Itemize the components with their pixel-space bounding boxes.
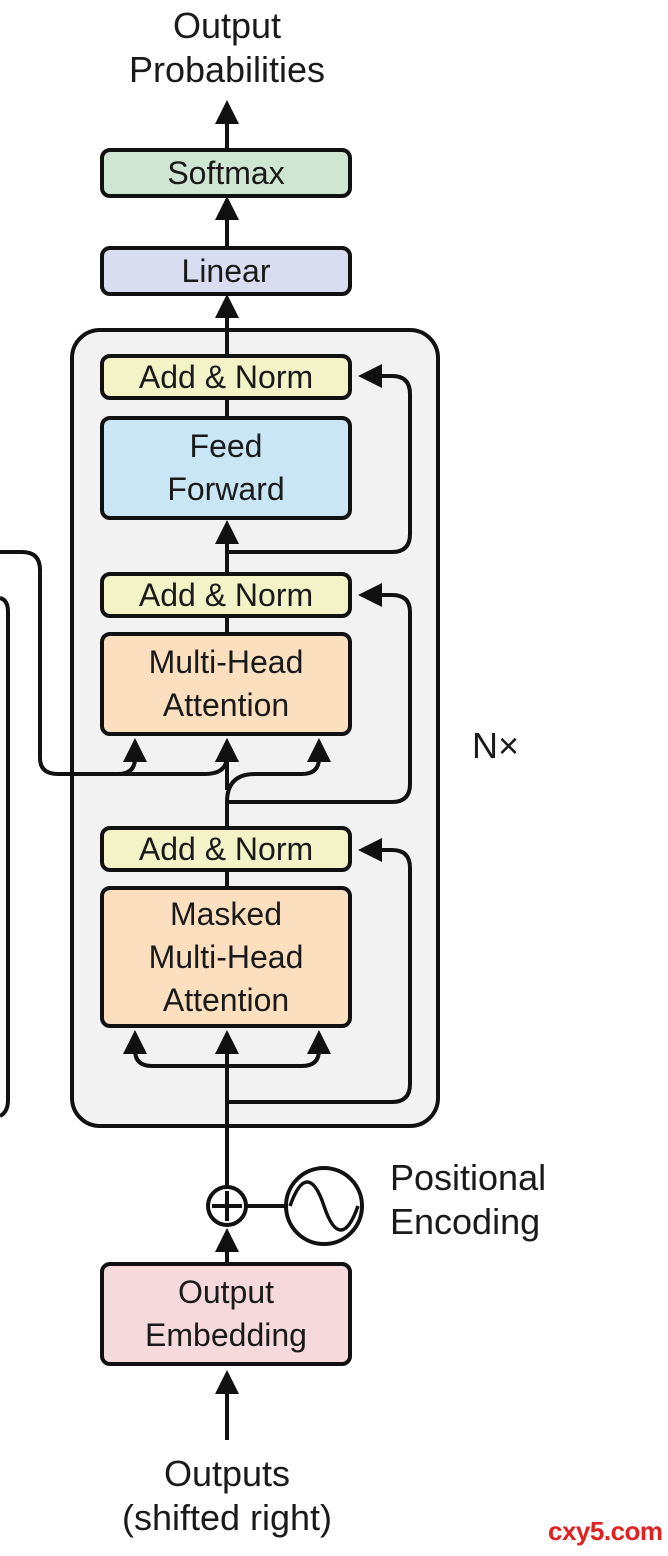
residual-arrow-cross-attention [227, 583, 412, 804]
output-embedding-line2: Embedding [145, 1317, 307, 1353]
output-label-line1: Output [172, 5, 282, 46]
linear-label: Linear [181, 252, 271, 289]
arrow-addnorm-to-cross-attention [225, 738, 331, 828]
masked-attention-line2: Multi-Head [148, 938, 304, 975]
output-embedding-layer: Output Embedding [100, 1262, 352, 1366]
input-label-line1: Outputs [163, 1453, 291, 1494]
repeat-nx-label: N× [472, 725, 520, 766]
attention-line2: Attention [162, 687, 290, 723]
arrow-masked-attention-right-input [227, 1030, 331, 1068]
output-embedding-line1: Output [177, 1274, 275, 1310]
outputs-shifted-right-label: Outputs (shifted right) [122, 1452, 332, 1540]
feed-forward-line1: Feed [189, 428, 263, 464]
positional-encoding-label: Positional Encoding [390, 1156, 546, 1244]
residual-arrow-masked-attention [227, 838, 412, 1104]
add-norm-top-label: Add & Norm [138, 358, 314, 395]
masked-attention-line1: Masked [169, 895, 283, 932]
attention-line1: Multi-Head [148, 644, 304, 680]
residual-arrow-feed-forward [227, 364, 412, 554]
sine-wave-curve [288, 1180, 360, 1232]
positional-encoding-line1: Positional [390, 1157, 547, 1198]
input-label-line2: (shifted right) [121, 1497, 333, 1538]
add-norm-bottom-label: Add & Norm [138, 830, 314, 867]
masked-attention-line3: Attention [162, 981, 290, 1018]
add-norm-layer-bottom: Add & Norm [100, 826, 352, 872]
output-label-line2: Probabilities [128, 49, 326, 90]
arrow-encoder-output-middle [100, 738, 239, 776]
softmax-layer: Softmax [100, 148, 352, 198]
linear-layer: Linear [100, 246, 352, 296]
softmax-label: Softmax [167, 154, 285, 191]
arrow-masked-attention-left-input [123, 1030, 227, 1068]
add-norm-layer-middle: Add & Norm [100, 572, 352, 618]
arrow-encoder-output [0, 550, 147, 776]
feed-forward-line2: Forward [167, 471, 285, 507]
output-probabilities-label: Output Probabilities [129, 4, 325, 92]
positional-encoding-line2: Encoding [390, 1201, 541, 1242]
add-norm-middle-label: Add & Norm [138, 576, 314, 613]
multi-head-attention-layer: Multi-Head Attention [100, 632, 352, 736]
add-norm-layer-top: Add & Norm [100, 354, 352, 400]
masked-multi-head-attention-layer: Masked Multi-Head Attention [100, 886, 352, 1028]
encoder-stack-edge [0, 596, 10, 1118]
watermark: cxy5.com [548, 1516, 663, 1546]
feed-forward-layer: Feed Forward [100, 416, 352, 520]
